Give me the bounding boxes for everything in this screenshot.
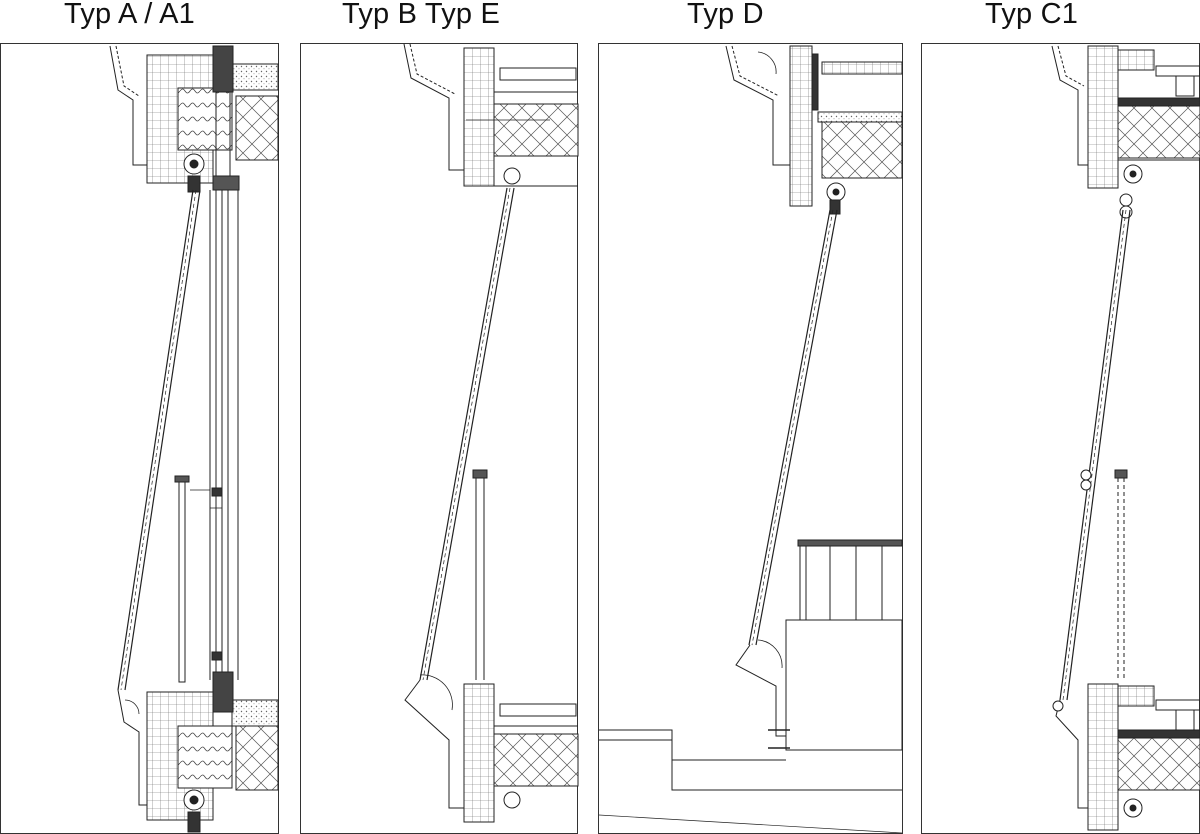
panel-title-typ-a: Typ A / A1 (64, 0, 195, 30)
panel-frame-c (921, 43, 1200, 834)
upper-louvre-bracket (109, 45, 147, 166)
upper-slab-c (1117, 105, 1200, 159)
upper-fitting-c (1175, 75, 1195, 97)
upper-bracket-c (1051, 45, 1088, 166)
panel-title-typ-c1: Typ C1 (985, 0, 1079, 30)
lower-louvre-bracket (117, 689, 150, 806)
lower-bracket-b (404, 679, 464, 809)
lower-screed (231, 699, 279, 727)
hinge-b-icon (503, 167, 521, 185)
upper-column-c (1087, 45, 1119, 189)
upper-slab-d (821, 121, 903, 179)
upper-slab-b (493, 103, 579, 157)
lower-slab-b (493, 733, 579, 787)
balcony-wall-d (785, 619, 903, 751)
upper-parapet-b (499, 67, 577, 81)
ground-d (599, 729, 902, 791)
lower-bracket-d (735, 644, 786, 737)
upper-insulation (177, 87, 233, 151)
lower-bracket-c (1055, 699, 1088, 809)
panel-title-typ-b-e: Typ B Typ E (342, 0, 501, 30)
upper-concrete (235, 95, 279, 161)
upper-column-d (789, 45, 813, 207)
panel-typ-c1 (921, 43, 1200, 834)
panel-typ-b-e (300, 43, 579, 834)
panel-title-typ-d: Typ D (687, 0, 764, 30)
upper-frame-profile (212, 45, 234, 93)
panel-typ-d (598, 43, 903, 834)
lower-column-c (1087, 683, 1119, 831)
upper-screed (231, 63, 279, 91)
upper-bracket-d (725, 45, 790, 166)
lower-insulation (177, 725, 233, 789)
lower-concrete (235, 725, 279, 791)
inclined-louvre-d (748, 209, 831, 646)
inclined-louvre-b (419, 187, 508, 681)
panel-frame-b (300, 43, 578, 834)
panel-typ-a (0, 43, 279, 834)
inclined-louvre-a (117, 189, 194, 691)
inclined-louvre-c (1059, 209, 1124, 701)
lower-slab-c (1117, 737, 1200, 791)
lower-column-b (463, 683, 495, 823)
sliding-panel-a (178, 481, 186, 683)
upper-bracket-b (403, 43, 464, 171)
upper-column-b (463, 47, 495, 187)
